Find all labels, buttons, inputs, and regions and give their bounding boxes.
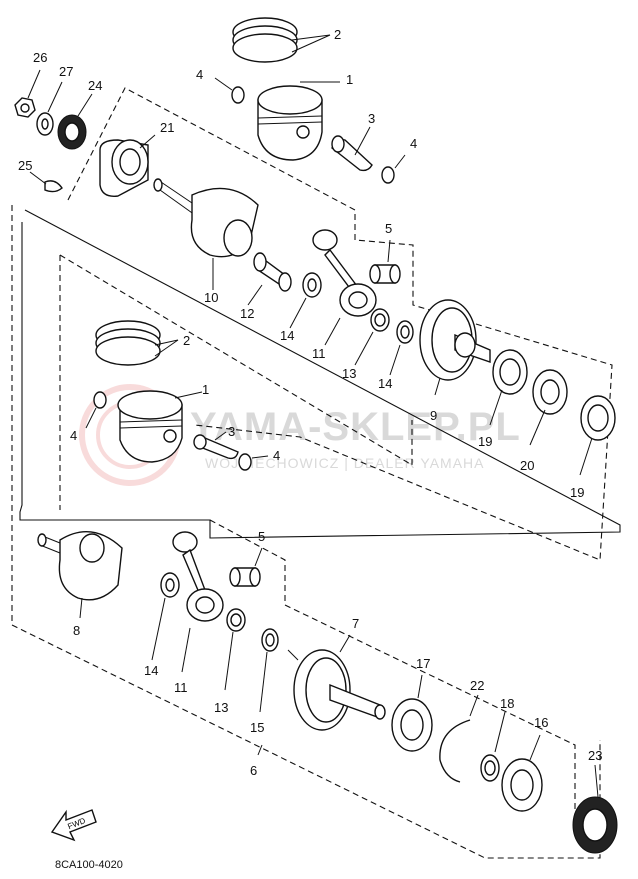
- piston-lower: [117, 390, 203, 463]
- callout-11: 11: [312, 346, 326, 361]
- clip-lower-left: [85, 391, 107, 429]
- callout-13: 13: [342, 366, 356, 381]
- watermark: YAMA-SKLEP.PL WOJCIECHOWICZ | DEALER YAM…: [79, 384, 521, 486]
- callout-25: 25: [18, 158, 32, 173]
- callout-6: 6: [250, 763, 257, 778]
- crankshaft-9: [419, 299, 491, 396]
- callout-8: 8: [73, 623, 80, 638]
- callout-26: 26: [33, 50, 47, 65]
- oil-seal-24: [57, 93, 93, 150]
- callout-4: 4: [70, 428, 77, 443]
- watermark-main-text: YAMA-SKLEP.PL: [190, 405, 521, 449]
- callout-2: 2: [334, 27, 341, 42]
- piston-upper: [257, 81, 340, 161]
- callout-15: 15: [250, 720, 264, 735]
- key-25: [29, 171, 63, 193]
- callout-4: 4: [410, 136, 417, 151]
- circlip-22: [439, 694, 479, 783]
- callout-22: 22: [470, 678, 484, 693]
- fwd-arrow-icon: FWD: [50, 809, 97, 842]
- callout-1: 1: [346, 72, 353, 87]
- piston-rings-upper: [232, 17, 331, 63]
- clip-lower-right: [238, 453, 269, 471]
- callout-labels: 2 1 4 3 4 26 27 24 21 25 5 10 12 14 11 1…: [18, 27, 602, 778]
- washer-14-upper: [289, 272, 322, 329]
- callout-19: 19: [478, 434, 492, 449]
- callout-14: 14: [378, 376, 392, 391]
- bearing-19-left: [489, 349, 528, 426]
- callout-10: 10: [204, 290, 218, 305]
- callout-11: 11: [174, 680, 188, 695]
- callout-2: 2: [183, 333, 190, 348]
- crankshaft-7: [287, 634, 386, 731]
- bearing-13-upper: [354, 308, 390, 366]
- washer-18: [480, 711, 506, 782]
- callout-14: 14: [280, 328, 294, 343]
- callout-12: 12: [240, 306, 254, 321]
- callout-5: 5: [385, 221, 392, 236]
- washer-14-lower: [151, 572, 180, 661]
- small-end-bearing-5-lower: [229, 547, 263, 587]
- callout-4: 4: [196, 67, 203, 82]
- callout-16: 16: [534, 715, 548, 730]
- callout-24: 24: [88, 78, 102, 93]
- callout-13: 13: [214, 700, 228, 715]
- bearing-13-lower: [224, 608, 246, 691]
- callout-3: 3: [228, 424, 235, 439]
- callout-14: 14: [144, 663, 158, 678]
- crankshaft-8: [37, 531, 123, 619]
- callout-5: 5: [258, 529, 265, 544]
- bearing-16: [501, 734, 543, 812]
- washer-14-upper-right: [389, 320, 414, 376]
- callout-3: 3: [368, 111, 375, 126]
- piston-pin-upper: [331, 126, 373, 172]
- oil-seal-23: [572, 764, 618, 854]
- bearing-17: [391, 674, 433, 752]
- bearing-19-right: [579, 395, 616, 476]
- callout-17: 17: [416, 656, 430, 671]
- labyrinth-seal-20: [529, 369, 568, 446]
- upper-dashed-frame: [67, 87, 613, 561]
- bearing-21: [99, 134, 156, 197]
- main-solid-frame: [19, 209, 621, 539]
- callout-23: 23: [588, 748, 602, 763]
- crankshaft-10: [153, 178, 259, 290]
- callout-1: 1: [202, 382, 209, 397]
- piston-rings-lower: [95, 320, 179, 366]
- callout-27: 27: [59, 64, 73, 79]
- piston-pin-lower: [193, 431, 239, 460]
- callout-18: 18: [500, 696, 514, 711]
- callout-19: 19: [570, 485, 584, 500]
- nut-26: [14, 69, 41, 118]
- clip-upper-right: [381, 154, 406, 184]
- callout-20: 20: [520, 458, 534, 473]
- watermark-sub-text: WOJCIECHOWICZ | DEALER YAMAHA: [205, 455, 484, 471]
- callout-7: 7: [352, 616, 359, 631]
- callout-21: 21: [160, 120, 174, 135]
- conrod-11-upper: [312, 229, 377, 346]
- callout-9: 9: [430, 408, 437, 423]
- diagram-code: 8CA100-4020: [55, 859, 123, 871]
- small-end-bearing-5-upper: [369, 239, 401, 284]
- conrod-11-lower: [172, 531, 224, 673]
- washer-27: [36, 81, 63, 136]
- needle-bearing-12: [247, 252, 292, 306]
- washer-15: [259, 628, 279, 713]
- clip-upper-left: [214, 77, 245, 104]
- callout-4: 4: [273, 448, 280, 463]
- group-6-leader: [257, 744, 263, 756]
- lower-dashed-frame: [209, 519, 576, 820]
- outer-dashed-frame: [11, 205, 601, 859]
